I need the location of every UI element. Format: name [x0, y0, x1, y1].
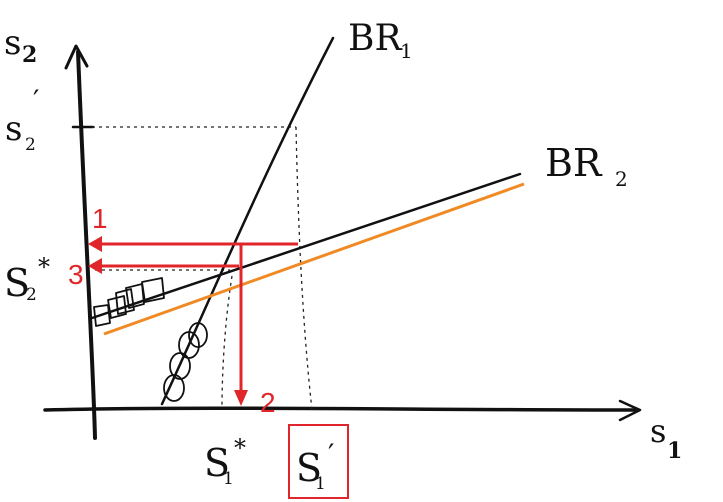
y-axis-label: s 2	[4, 23, 37, 68]
svg-text:2: 2	[615, 167, 628, 191]
br1-label: BR 1	[348, 18, 413, 63]
dotted-guides	[92, 126, 313, 411]
svg-text:2: 2	[25, 135, 36, 155]
shifted-br2-line	[103, 182, 525, 336]
x-axis-label: s 1	[650, 412, 682, 464]
x-axis	[43, 399, 642, 422]
circles-along-br1	[163, 322, 208, 402]
svg-text:*: *	[38, 253, 50, 281]
svg-text:′: ′	[33, 84, 39, 117]
br1-curve	[160, 36, 335, 406]
svg-text:s: s	[5, 109, 22, 149]
red-arrows	[88, 236, 298, 406]
svg-text:′: ′	[328, 438, 334, 471]
y-axis	[64, 44, 97, 440]
step-numbers: 1 2 3	[68, 203, 276, 418]
s1-star-label: S 1 *	[204, 434, 246, 489]
s1-prime-highlight-box	[288, 424, 349, 499]
svg-text:s: s	[4, 23, 21, 63]
svg-text:1: 1	[667, 438, 682, 464]
s1-prime-label: S 1 ′	[288, 424, 349, 499]
br2-label: BR 2	[545, 141, 628, 191]
svg-text:1: 1	[400, 39, 413, 63]
svg-text:BR: BR	[545, 141, 603, 185]
svg-text:S: S	[4, 261, 30, 305]
step-1-label: 1	[92, 203, 108, 234]
br2-curve	[90, 172, 522, 320]
squares-along-br2	[93, 277, 165, 327]
svg-text:*: *	[234, 434, 246, 462]
step-3-label: 3	[68, 259, 84, 290]
svg-text:s: s	[650, 412, 666, 450]
s2-star-label: S 2 *	[4, 253, 50, 305]
svg-text:1: 1	[315, 474, 326, 494]
svg-text:S: S	[204, 441, 230, 485]
step-2-label: 2	[260, 387, 276, 418]
svg-text:BR: BR	[348, 18, 402, 59]
svg-text:S: S	[296, 446, 322, 490]
svg-text:1: 1	[223, 469, 234, 489]
s2-prime-tick: s 2 ′	[5, 84, 95, 155]
svg-text:2: 2	[26, 285, 37, 305]
svg-text:2: 2	[22, 42, 37, 68]
